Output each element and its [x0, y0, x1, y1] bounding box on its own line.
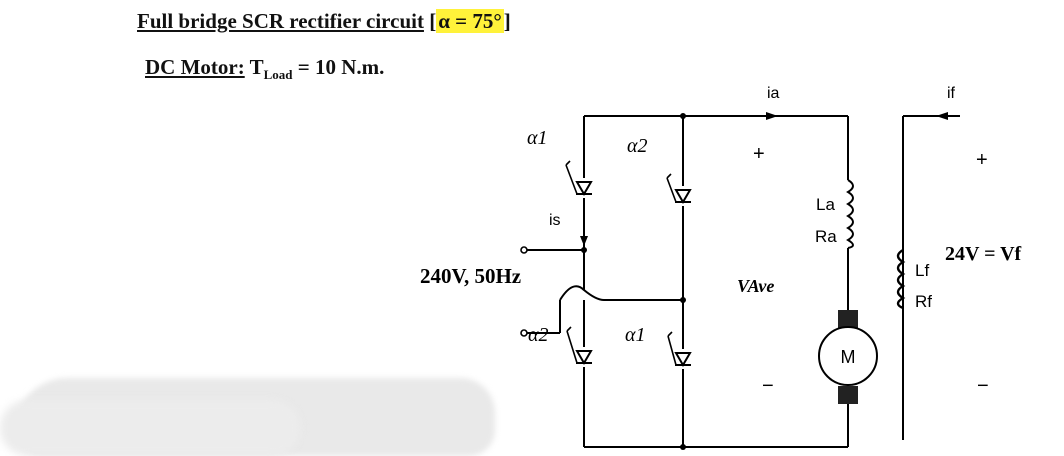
motor-spec: DC Motor: TLoad = 10 N.m. [145, 55, 384, 83]
scr-top-right-label: α2 [627, 135, 648, 157]
source-terminal-2 [520, 329, 528, 337]
field-inductor [896, 248, 906, 310]
scr-top-right [666, 173, 692, 206]
motor [818, 310, 878, 404]
source-terminal-1 [520, 246, 528, 254]
armature-inductor [846, 179, 854, 249]
armature-current-arrow [766, 112, 778, 120]
scr-top-left-label: α1 [527, 127, 548, 149]
field-resistance-label: Rf [915, 292, 932, 311]
motor-label: DC Motor: [145, 55, 245, 79]
field-inductance-label: Lf [915, 261, 929, 280]
title-bracket-open: [ [423, 9, 437, 33]
bridge-wiring [527, 115, 960, 448]
armature-current-label: ia [767, 85, 780, 102]
title-main: Full bridge SCR rectifier circuit [137, 9, 424, 33]
scr-bottom-left [566, 326, 593, 367]
torque-subscript: Load [263, 67, 293, 83]
armature-resistance-label: Ra [815, 227, 837, 246]
torque-symbol: T [244, 55, 264, 79]
smudge-overlay-2 [0, 400, 300, 456]
torque-value: = 10 N.m. [292, 55, 385, 79]
source-current-arrow [580, 236, 588, 246]
scr-bottom-right [667, 331, 692, 369]
title-bracket-close: ] [503, 9, 511, 33]
field-current-label: if [947, 85, 956, 102]
page-title: Full bridge SCR rectifier circuit [α = 7… [137, 9, 511, 34]
armature-inductance-label: La [816, 195, 835, 214]
scr-bottom-left-label: α2 [528, 324, 549, 346]
field-plus: + [976, 149, 988, 171]
output-plus: + [753, 143, 765, 165]
junction-dots [581, 113, 686, 450]
motor-symbol: M [841, 347, 856, 367]
scr-bottom-right-label: α1 [625, 324, 646, 346]
output-voltage-label: VAve [737, 276, 774, 296]
field-minus: − [977, 375, 989, 397]
field-current-arrow [936, 112, 948, 120]
scr-top-left [565, 160, 593, 198]
output-minus: − [762, 375, 774, 397]
field-voltage-label: 24V = Vf [945, 243, 1022, 265]
source-current-label: is [549, 212, 561, 229]
source-voltage-label: 240V, 50Hz [420, 264, 521, 288]
firing-angle-highlight: α = 75° [436, 9, 504, 33]
